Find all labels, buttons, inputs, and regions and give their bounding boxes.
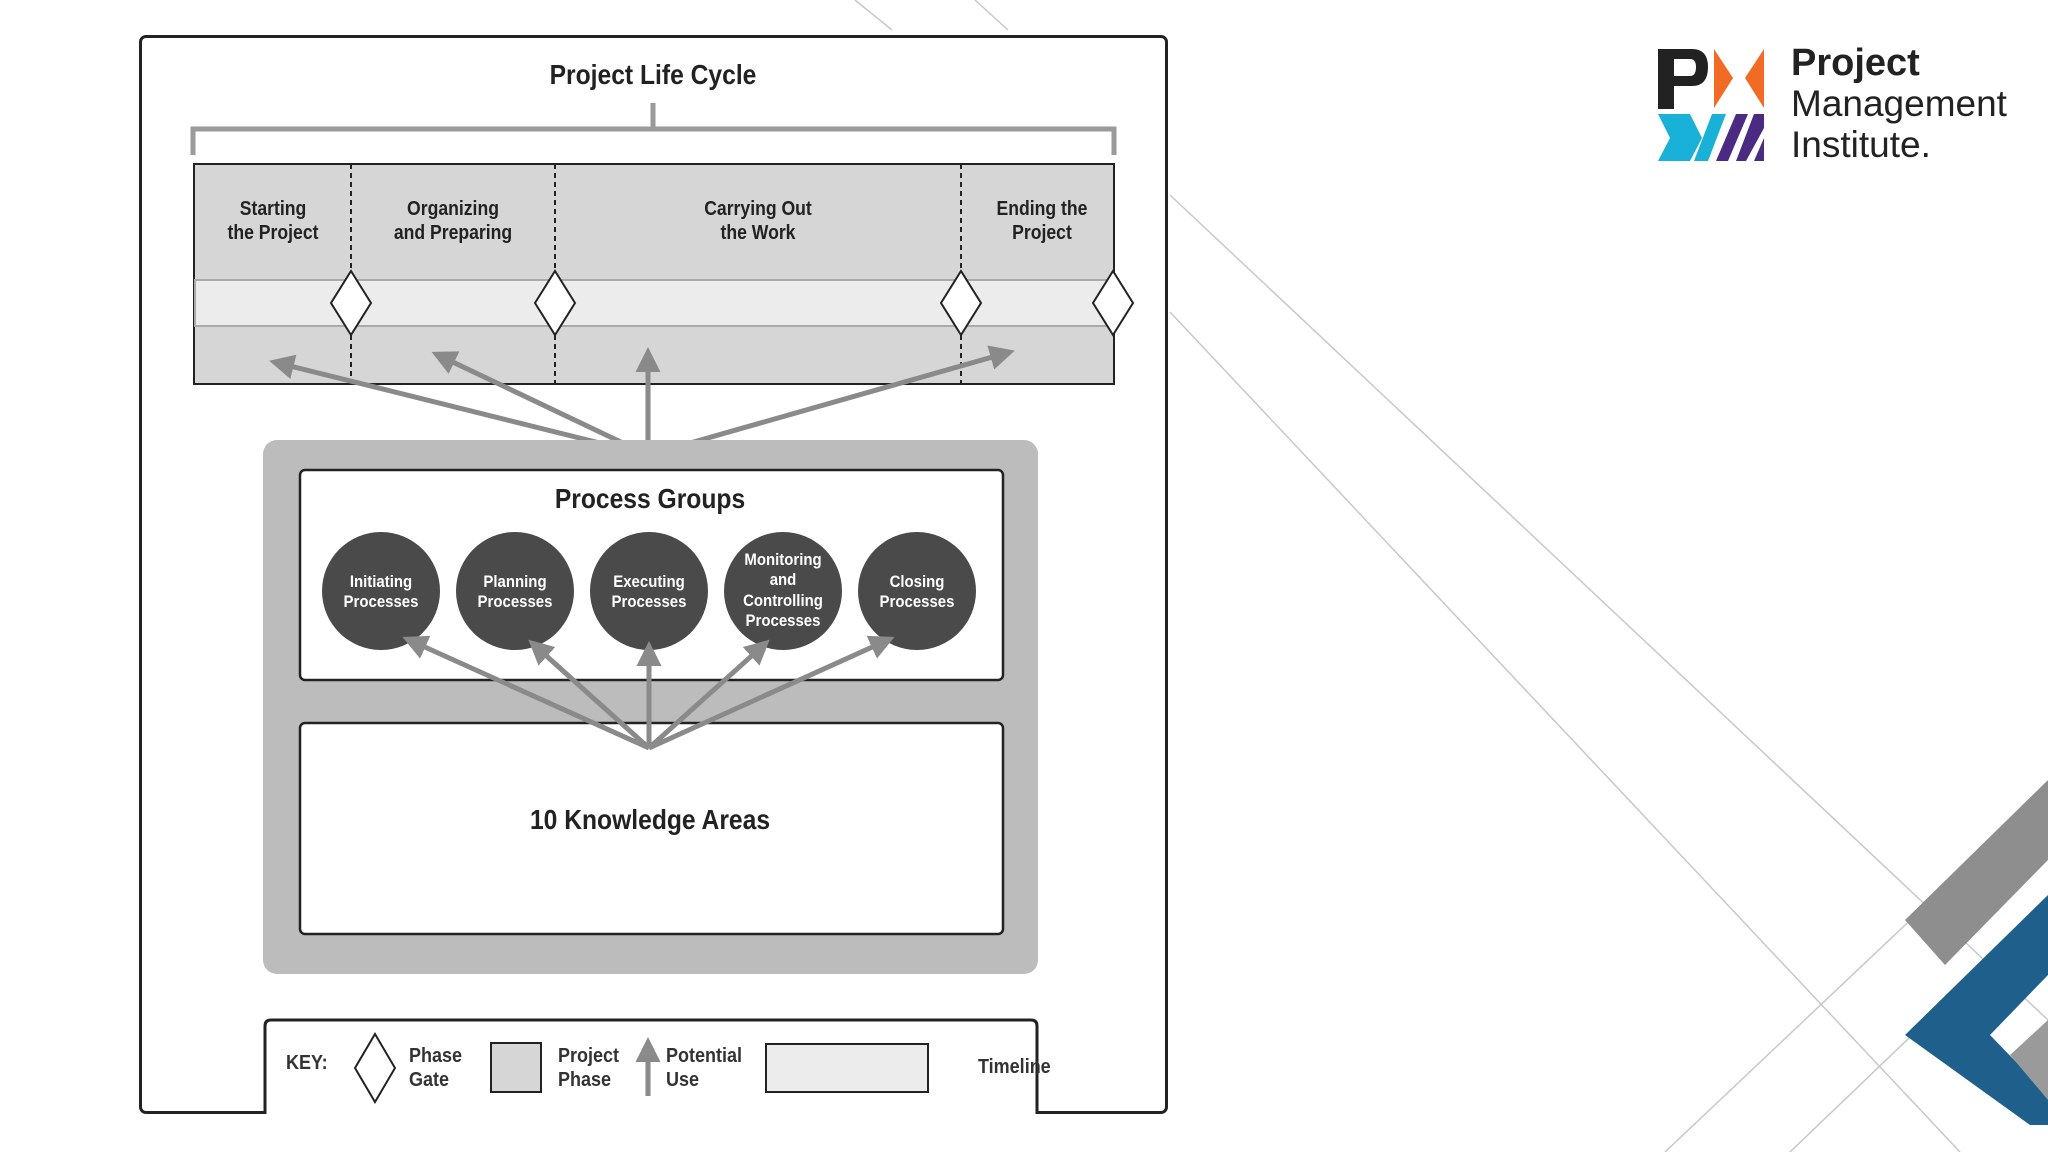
phase-gates bbox=[329, 269, 1135, 337]
key-project-phase-symbol bbox=[490, 1042, 542, 1093]
logo-line-management: Management bbox=[1791, 83, 2007, 124]
lifecycle-title: Project Life Cycle bbox=[549, 59, 757, 90]
key-phase-gate-symbol bbox=[353, 1032, 397, 1104]
key-timeline-label: Timeline bbox=[978, 1056, 1051, 1078]
phase-label: Organizing and Preparing bbox=[393, 198, 513, 244]
process-group-circle bbox=[724, 532, 842, 650]
knowledge-areas-label: 10 Knowledge Areas bbox=[529, 804, 771, 835]
key-title: KEY: bbox=[286, 1052, 328, 1074]
decor-gray-bar bbox=[1905, 780, 2048, 965]
decor-gray-corner bbox=[2010, 1020, 2048, 1100]
pmi-logo: Project Management Institute. bbox=[1656, 42, 2007, 166]
decor-blue-chevron bbox=[1905, 895, 2048, 1125]
phase-label: Ending the Project bbox=[996, 198, 1088, 244]
process-groups-title: Process Groups bbox=[554, 483, 746, 514]
process-group-circles bbox=[322, 532, 976, 650]
phase-label: Carrying Out the Work bbox=[704, 198, 812, 244]
phase-gate bbox=[1091, 269, 1135, 337]
pmi-logo-mark bbox=[1658, 49, 1764, 161]
logo-line-project: Project bbox=[1791, 42, 1920, 84]
lifecycle-bracket bbox=[190, 103, 1117, 155]
lifecycle-arrows bbox=[269, 345, 1015, 458]
process-group-circle bbox=[590, 532, 708, 650]
process-group-circle bbox=[322, 532, 440, 650]
process-group-label: Initiating Processes bbox=[343, 572, 419, 612]
key-timeline-symbol bbox=[765, 1043, 929, 1093]
phase-gate bbox=[329, 269, 373, 337]
key-phase-gate-label: Phase Gate bbox=[409, 1045, 463, 1091]
process-group-circle bbox=[858, 532, 976, 650]
process-group-label: Executing Processes bbox=[611, 572, 687, 612]
process-group-label: Closing Processes bbox=[879, 572, 955, 612]
key-project-phase-label: Project Phase bbox=[558, 1045, 620, 1091]
key-potential-use-label: Potential Use bbox=[666, 1045, 743, 1091]
process-group-label: Monitoring and Controlling Processes bbox=[743, 550, 823, 631]
logo-line-institute: Institute. bbox=[1791, 124, 1931, 165]
phase-label: Starting the Project bbox=[227, 198, 319, 244]
phase-gate bbox=[533, 269, 577, 337]
process-arrows bbox=[402, 635, 895, 751]
process-group-circle bbox=[456, 532, 574, 650]
process-group-label: Planning Processes bbox=[477, 572, 553, 612]
phase-gate bbox=[939, 269, 983, 337]
